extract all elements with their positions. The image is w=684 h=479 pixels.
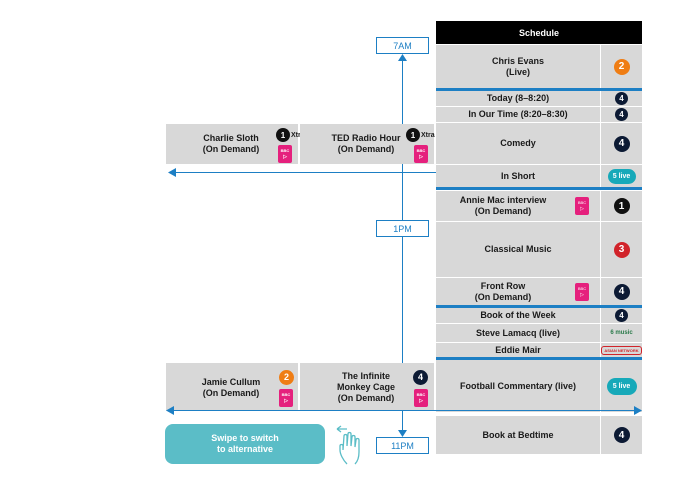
schedule-item-today[interactable]: Today (8–8:20) — [436, 91, 600, 106]
alt-sub: (On Demand) — [337, 144, 395, 154]
separator — [436, 323, 642, 324]
schedule-item-comedy[interactable]: Comedy — [436, 123, 600, 164]
swipe-line-top — [174, 172, 436, 173]
station-logo-radio4: 4 — [601, 123, 642, 164]
asian-network-icon: ASIAN NETWORK — [601, 345, 642, 355]
5live-icon: 5 live — [607, 168, 636, 184]
station-logo-radio4: 4 — [601, 107, 642, 122]
iplayer-ondemand-icon: BBC▷ — [414, 145, 428, 163]
schedule-item-front-row[interactable]: Front Row (On Demand) — [436, 278, 600, 305]
station-logo-radio3: 3 — [601, 222, 642, 277]
iplayer-ondemand-icon: BBC▷ — [278, 145, 292, 163]
alt-sub: (On Demand) — [202, 388, 260, 398]
iplayer-ondemand-icon: BBC▷ — [575, 283, 589, 301]
item-sub: (On Demand) — [474, 291, 532, 302]
radio3-icon: 3 — [613, 241, 630, 258]
separator — [436, 88, 642, 91]
station-logo-radio4: 4 — [601, 91, 642, 106]
alternative-jamie-cullum[interactable]: Jamie Cullum (On Demand) 2 BBC▷ — [166, 363, 298, 411]
timeline-arrow-up — [398, 54, 407, 61]
alt-title: TED Radio Hour — [331, 133, 401, 143]
radio4-icon: 4 — [615, 309, 628, 322]
separator — [436, 342, 642, 343]
radio4-icon: 4 — [613, 283, 630, 300]
separator — [436, 221, 642, 222]
station-logo-6music: 6 music — [601, 324, 642, 342]
radio4-icon: 4 — [613, 135, 630, 152]
schedule-item-book-at-bedtime[interactable]: Book at Bedtime — [436, 416, 600, 454]
time-marker-7am: 7AM — [376, 37, 429, 54]
separator — [436, 187, 642, 190]
alternative-infinite-monkey-cage[interactable]: The Infinite Monkey Cage (On Demand) 4 B… — [300, 363, 434, 411]
schedule-item-classical-music[interactable]: Classical Music — [436, 222, 600, 277]
station-logo-asian-network: ASIAN NETWORK — [601, 343, 642, 357]
separator — [436, 164, 642, 165]
separator — [436, 305, 642, 308]
separator — [436, 412, 642, 413]
schedule-item-in-our-time[interactable]: In Our Time (8:20–8:30) — [436, 107, 600, 122]
separator — [436, 106, 642, 107]
6music-icon: 6 music — [610, 330, 633, 336]
schedule-item-eddie-mair[interactable]: Eddie Mair — [436, 343, 600, 357]
swipe-line-bottom — [172, 410, 636, 411]
swipe-hint-line1: Swipe to switch — [211, 433, 279, 443]
radio2-icon: 2 — [279, 370, 294, 385]
schedule-item-in-short[interactable]: In Short — [436, 165, 600, 187]
hand-swipe-icon — [336, 425, 360, 465]
separator — [436, 122, 642, 123]
alt-sub: Monkey Cage — [336, 382, 396, 392]
item-title: Chris Evans — [491, 55, 545, 66]
time-marker-1pm: 1PM — [376, 220, 429, 237]
item-title: Annie Mac interview — [459, 195, 547, 205]
station-logo-radio4: 4 — [601, 308, 642, 323]
schedule-item-book-of-the-week[interactable]: Book of the Week — [436, 308, 600, 323]
alt-title: Jamie Cullum — [201, 377, 261, 387]
separator — [436, 277, 642, 278]
station-logo-radio4: 4 — [601, 278, 642, 305]
radio4-icon: 4 — [615, 92, 628, 105]
time-marker-11pm: 11PM — [376, 437, 429, 454]
swipe-arrow-left-icon — [168, 168, 176, 177]
alt-sub2: (On Demand) — [337, 393, 395, 403]
5live-icon: 5 live — [606, 377, 637, 395]
item-sub: (On Demand) — [474, 206, 532, 216]
swipe-arrow-left-icon — [166, 406, 174, 415]
timeline-line — [402, 58, 403, 434]
item-sub: (Live) — [505, 66, 530, 77]
station-logo-radio1: 1 — [601, 191, 642, 221]
radio1-icon: 1 — [613, 198, 630, 214]
radio4-icon: 4 — [413, 370, 428, 385]
iplayer-ondemand-icon: BBC▷ — [279, 389, 293, 407]
item-title: Front Row — [480, 280, 526, 291]
swipe-arrow-right-icon — [634, 406, 642, 415]
swipe-hint: Swipe to switch to alternative — [165, 424, 325, 464]
schedule-item-steve-lamacq[interactable]: Steve Lamacq (live) — [436, 324, 600, 342]
alt-title: The Infinite — [342, 371, 390, 381]
station-logo-radio4: 4 — [601, 416, 642, 454]
schedule-header: Schedule — [436, 21, 642, 44]
station-logo-radio2: 2 — [601, 45, 642, 88]
schedule-item-annie-mac[interactable]: Annie Mac interview (On Demand) — [436, 191, 600, 221]
iplayer-ondemand-icon: BBC▷ — [575, 197, 589, 215]
alt-title: Charlie Sloth — [203, 133, 259, 143]
radio4-icon: 4 — [613, 427, 630, 443]
station-logo-5live: 5 live — [601, 165, 642, 187]
swipe-hint-line2: to alternative — [216, 444, 274, 454]
schedule-item-football-commentary[interactable]: Football Commentary (live) — [436, 360, 600, 412]
radio2-icon: 2 — [613, 58, 630, 75]
station-logo-5live: 5 live — [601, 360, 642, 412]
alt-sub: (On Demand) — [202, 144, 260, 154]
iplayer-ondemand-icon: BBC▷ — [414, 389, 428, 407]
radio4-icon: 4 — [615, 108, 628, 121]
schedule-item-chris-evans[interactable]: Chris Evans (Live) — [436, 45, 600, 88]
timeline-arrow-down — [398, 430, 407, 437]
separator — [436, 357, 642, 360]
